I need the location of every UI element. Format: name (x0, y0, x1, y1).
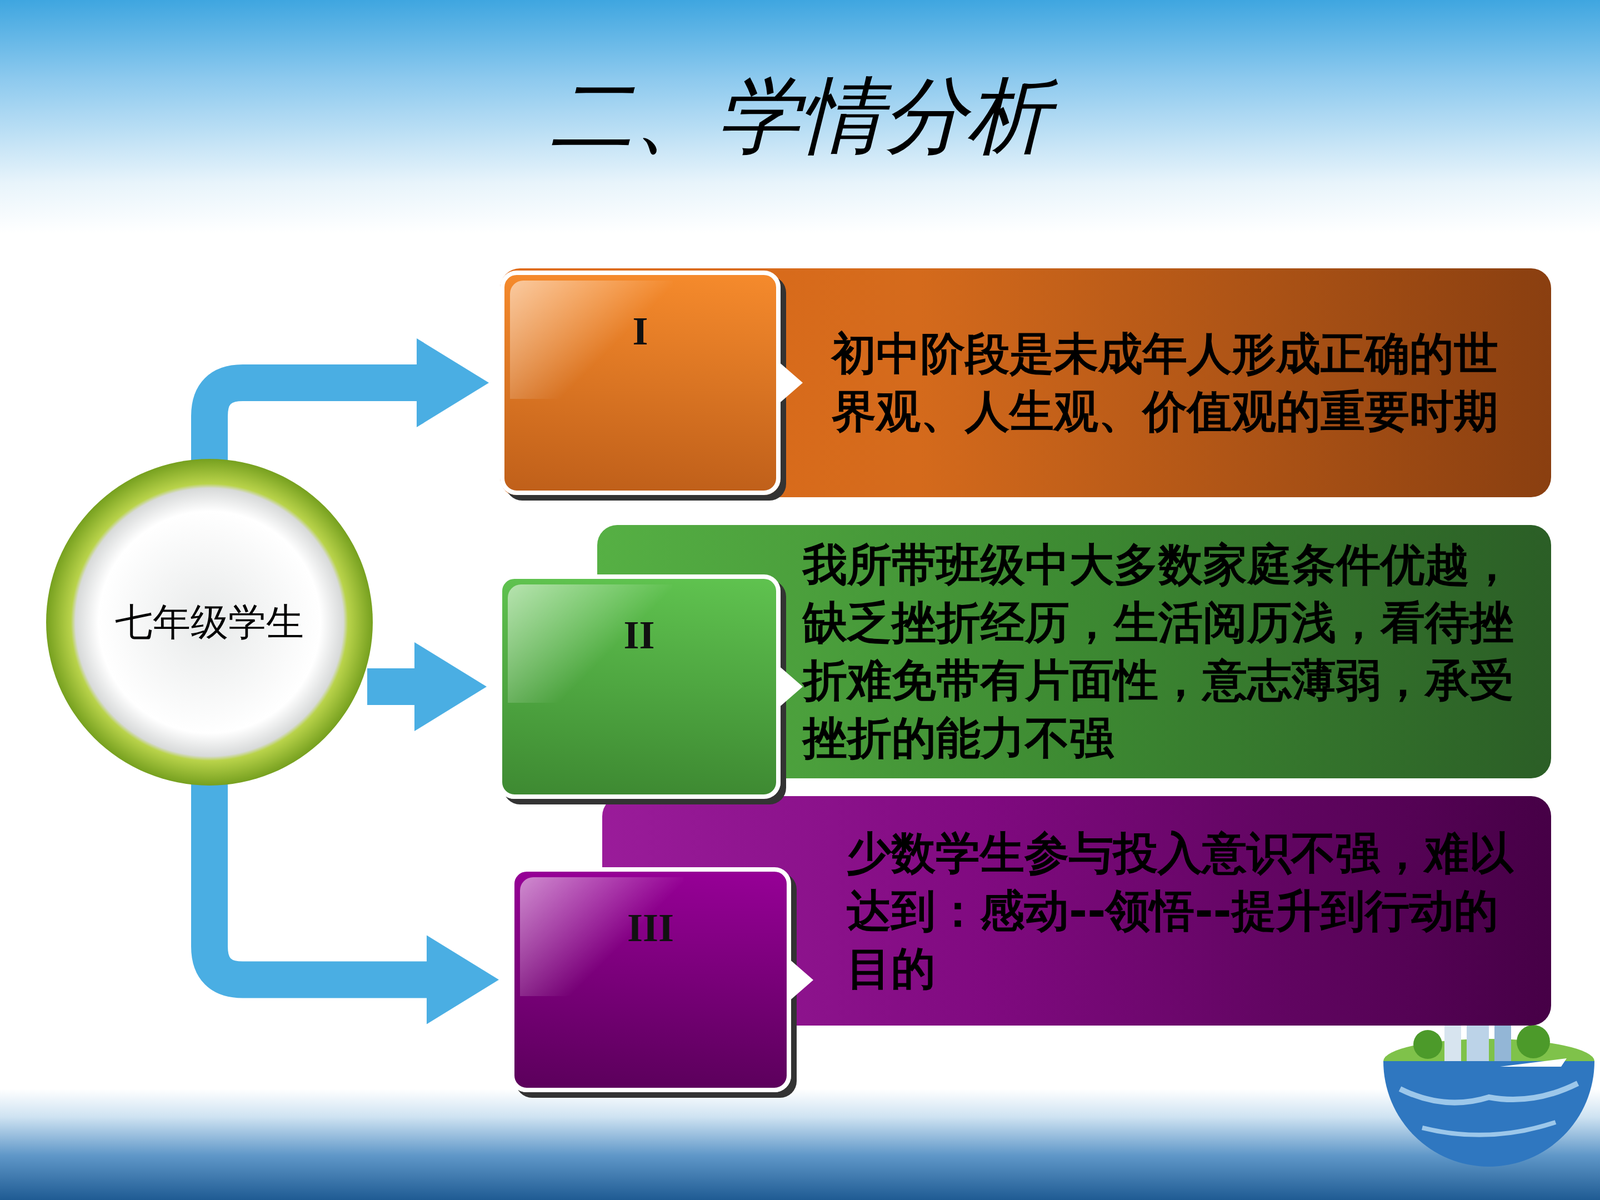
callout-number: II (502, 612, 777, 659)
node-text: 少数学生参与投入意识不强，难以达到：感动--领悟--提升到行动的目的 (846, 824, 1529, 998)
node-text: 初中阶段是未成年人形成正确的世界观、人生观、价值观的重要时期 (831, 325, 1529, 441)
chevron-pointer (777, 664, 805, 709)
number-box: I (500, 270, 781, 495)
number-box: III (510, 867, 792, 1093)
chevron-pointer (777, 360, 805, 405)
callout-number: III (514, 905, 787, 952)
flow-arrow (209, 780, 499, 1025)
callout-number: I (504, 308, 777, 355)
flow-arrow (209, 338, 489, 465)
number-box: II (497, 574, 781, 799)
slide-title: 二、学情分析 (0, 61, 1600, 174)
center-circle: 七年级学生 (46, 458, 373, 786)
flow-arrow (367, 642, 487, 732)
node-text: 七年级学生 (115, 597, 304, 648)
node-text: 我所带班级中大多数家庭条件优越，缺乏挫折经历，生活阅历浅，看待挫折难免带有片面性… (802, 536, 1535, 768)
chevron-pointer (787, 957, 816, 1003)
gloss-highlight (510, 280, 673, 399)
